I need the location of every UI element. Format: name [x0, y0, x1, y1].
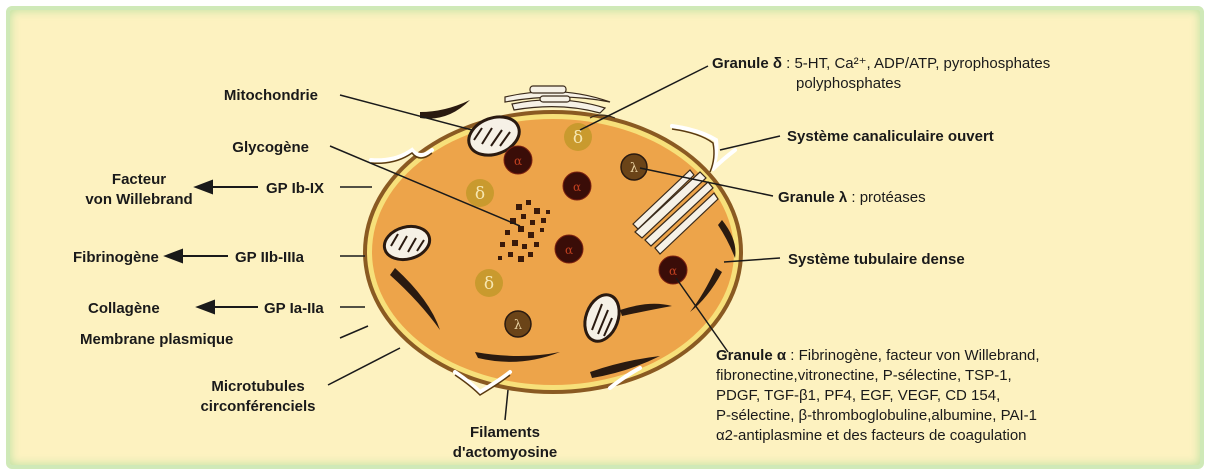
svg-text:δ: δ	[484, 274, 494, 294]
label-gp-iib-iiia: GP IIb-IIIa	[235, 249, 305, 266]
svg-text:α: α	[565, 243, 573, 257]
svg-text:α: α	[573, 180, 581, 194]
granule-alpha-1: α	[504, 146, 532, 174]
cytoplasm	[372, 119, 734, 385]
granule-lambda-1: λ	[621, 154, 647, 180]
label-microtubules: Microtubules	[211, 378, 304, 395]
label-systeme-canaliculaire: Système canaliculaire ouvert	[787, 128, 994, 145]
svg-text:α: α	[669, 264, 677, 278]
granule-alpha-2: α	[563, 172, 591, 200]
label-circonferenciels: circonférenciels	[200, 398, 315, 415]
svg-text:λ: λ	[514, 318, 522, 333]
label-granule-alpha-line4: P-sélectine, β-thromboglobuline,albumine…	[716, 407, 1037, 424]
label-facteur: Facteur	[112, 171, 166, 188]
label-collagene: Collagène	[88, 300, 160, 317]
label-gp-ib-ix: GP Ib-IX	[266, 180, 324, 197]
label-von-willebrand: von Willebrand	[85, 191, 192, 208]
label-gp-ia-iia: GP Ia-IIa	[264, 300, 324, 317]
svg-text:δ: δ	[475, 184, 485, 204]
svg-text:α: α	[514, 154, 522, 168]
label-actomyosine: d'actomyosine	[453, 444, 557, 461]
svg-text:λ: λ	[630, 161, 638, 176]
granule-delta-3: δ	[475, 269, 503, 297]
label-granule-alpha: Granule α : Fibrinogène, facteur von Wil…	[716, 347, 1040, 364]
granule-lambda-2: λ	[505, 311, 531, 337]
svg-text:δ: δ	[573, 128, 583, 148]
label-granule-delta: Granule δ : 5-HT, Ca²⁺, ADP/ATP, pyropho…	[712, 55, 1050, 72]
label-membrane-plasmique: Membrane plasmique	[80, 331, 233, 348]
label-granule-lambda: Granule λ : protéases	[778, 189, 926, 206]
label-glycogene: Glycogène	[232, 139, 309, 156]
label-fibrinogene: Fibrinogène	[73, 249, 159, 266]
granule-alpha-4: α	[659, 256, 687, 284]
label-mitochondrie: Mitochondrie	[224, 87, 318, 104]
granule-delta-1: δ	[564, 123, 592, 151]
label-systeme-tubulaire: Système tubulaire dense	[788, 251, 965, 268]
label-granule-alpha-line3: PDGF, TGF-β1, PF4, EGF, VEGF, CD 154,	[716, 387, 1000, 404]
label-granule-alpha-line2: fibronectine,vitronectine, P-sélectine, …	[716, 367, 1012, 384]
label-filaments: Filaments	[470, 424, 540, 441]
granule-delta-2: δ	[466, 179, 494, 207]
label-granule-alpha-line5: α2-antiplasmine et des facteurs de coagu…	[716, 427, 1027, 444]
label-granule-delta-line2: polyphosphates	[796, 75, 901, 92]
granule-alpha-3: α	[555, 235, 583, 263]
